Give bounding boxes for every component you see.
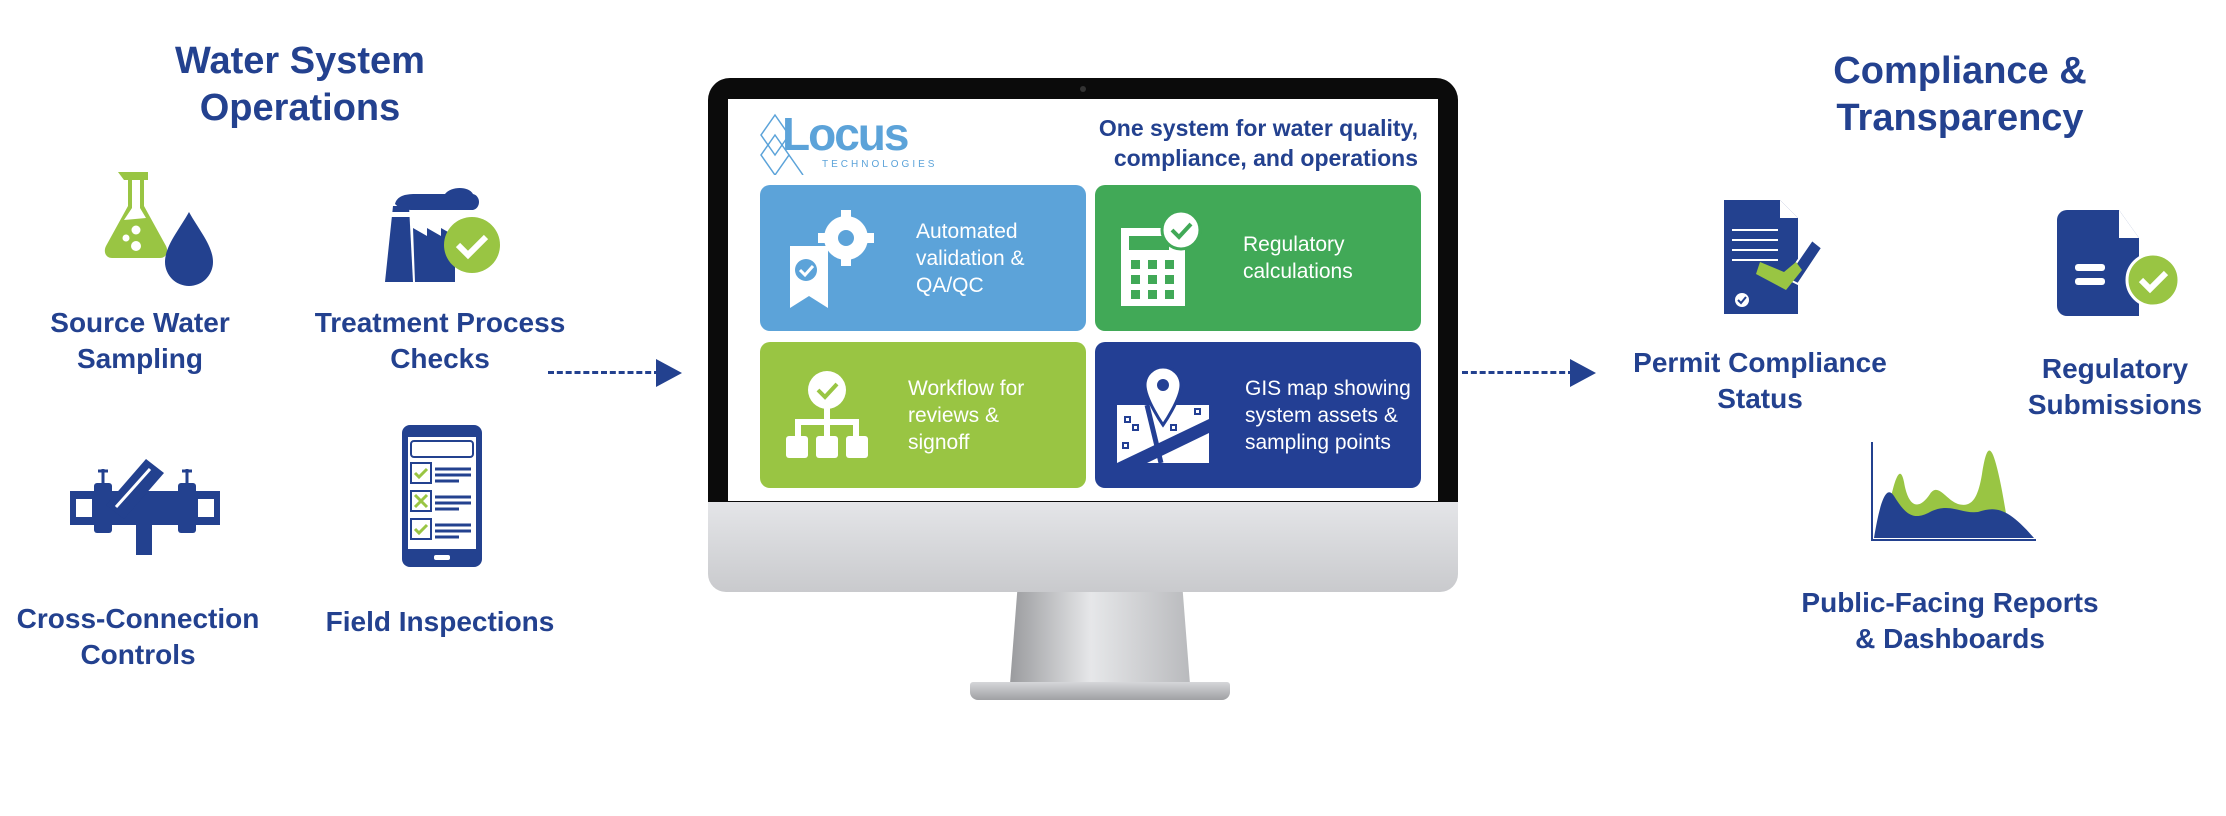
webcam-icon bbox=[1080, 86, 1086, 92]
public-facing-reports-label: Public-Facing Reports & Dashboards bbox=[1801, 587, 2099, 654]
tile-workflow: Workflow for reviews & signoff bbox=[760, 342, 1086, 488]
source-water-sampling-label: Source Water Sampling bbox=[50, 307, 230, 374]
tile-automated-validation: Automated validation & QA/QC bbox=[760, 185, 1086, 331]
left-flow-arrow-line bbox=[548, 371, 660, 374]
workflow-tree-icon bbox=[786, 371, 868, 458]
area-chart-icon bbox=[1871, 442, 2036, 541]
regulatory-submissions-label: Regulatory Submissions bbox=[2027, 353, 2203, 420]
logo-wordmark: Locus bbox=[782, 108, 909, 160]
monitor-stand bbox=[1010, 592, 1190, 684]
locus-diamond-logo-icon bbox=[760, 113, 804, 175]
permit-compliance-status-label: Permit Compliance Status bbox=[1633, 347, 1887, 414]
tile-gis-map-label: GIS map showing system assets & sampling… bbox=[1245, 376, 1411, 454]
flask-water-drop-icon bbox=[104, 172, 213, 286]
tablet-checklist-icon bbox=[402, 425, 482, 567]
tagline: One system for water quality, compliance… bbox=[1098, 115, 1418, 171]
water-system-operations-title: Water System Operations bbox=[175, 40, 425, 129]
document-check-icon bbox=[2057, 210, 2181, 316]
permit-stamp-icon bbox=[1724, 200, 1824, 314]
logo-subtitle: TECHNOLOGIES bbox=[822, 159, 938, 170]
compliance-transparency-title: Compliance & Transparency bbox=[1833, 50, 2087, 139]
monitor-chin bbox=[708, 502, 1458, 592]
treatment-process-checks-label: Treatment Process Checks bbox=[314, 307, 566, 374]
monitor-screen: Locus TECHNOLOGIES One system for water … bbox=[728, 99, 1438, 501]
gear-ribbon-check-icon bbox=[790, 210, 874, 308]
locus-logo: Locus TECHNOLOGIES bbox=[760, 108, 950, 175]
map-pin-icon bbox=[1117, 367, 1209, 463]
tile-workflow-label: Workflow for reviews & signoff bbox=[908, 376, 1025, 454]
monitor-base bbox=[970, 682, 1230, 700]
cross-connection-controls-label: Cross-Connection Controls bbox=[16, 603, 260, 670]
factory-check-icon bbox=[385, 188, 500, 282]
tile-gis-map: GIS map showing system assets & sampling… bbox=[1095, 342, 1421, 488]
right-flow-arrow-head-icon bbox=[1570, 359, 1596, 387]
tile-automated-validation-label: Automated validation & QA/QC bbox=[916, 219, 1025, 297]
calculator-check-icon bbox=[1121, 210, 1202, 306]
field-inspections-label: Field Inspections bbox=[325, 606, 555, 637]
right-flow-arrow-line bbox=[1462, 371, 1574, 374]
left-flow-arrow-head-icon bbox=[656, 359, 682, 387]
tile-regulatory-calculations: Regulatory calculations bbox=[1095, 185, 1421, 331]
tile-regulatory-calculations-label: Regulatory calculations bbox=[1243, 233, 1353, 283]
backflow-valve-icon bbox=[70, 459, 220, 555]
